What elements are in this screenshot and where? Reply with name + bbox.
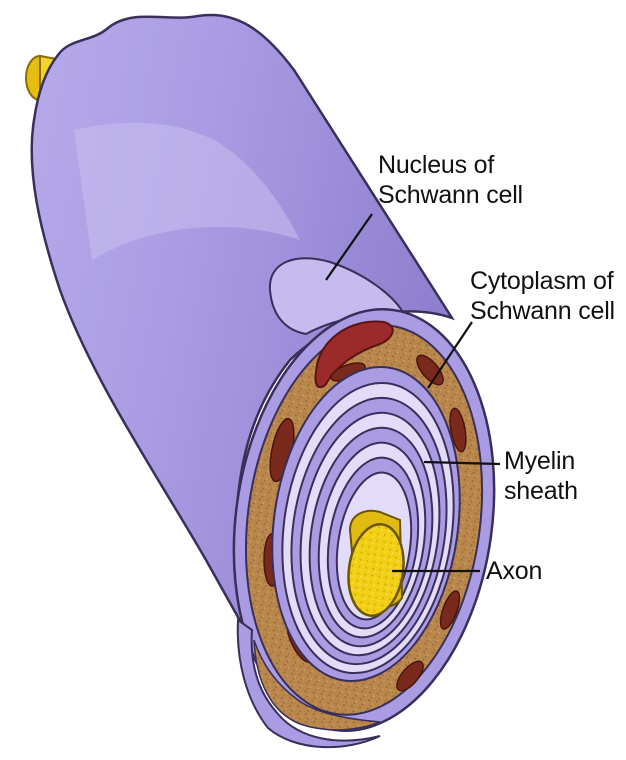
label-axon: Axon: [486, 556, 542, 586]
label-nucleus-line1: Nucleus of: [378, 150, 523, 180]
label-cytoplasm-line2: Schwann cell: [470, 296, 615, 326]
label-nucleus-line2: Schwann cell: [378, 180, 523, 210]
label-nucleus-of-schwann-cell: Nucleus of Schwann cell: [378, 150, 523, 210]
label-myelin-line2: sheath: [504, 476, 578, 506]
label-myelin-line1: Myelin: [504, 446, 578, 476]
label-cytoplasm-of-schwann-cell: Cytoplasm of Schwann cell: [470, 266, 615, 326]
label-myelin-sheath: Myelin sheath: [504, 446, 578, 506]
label-cytoplasm-line1: Cytoplasm of: [470, 266, 615, 296]
label-axon-line1: Axon: [486, 556, 542, 586]
